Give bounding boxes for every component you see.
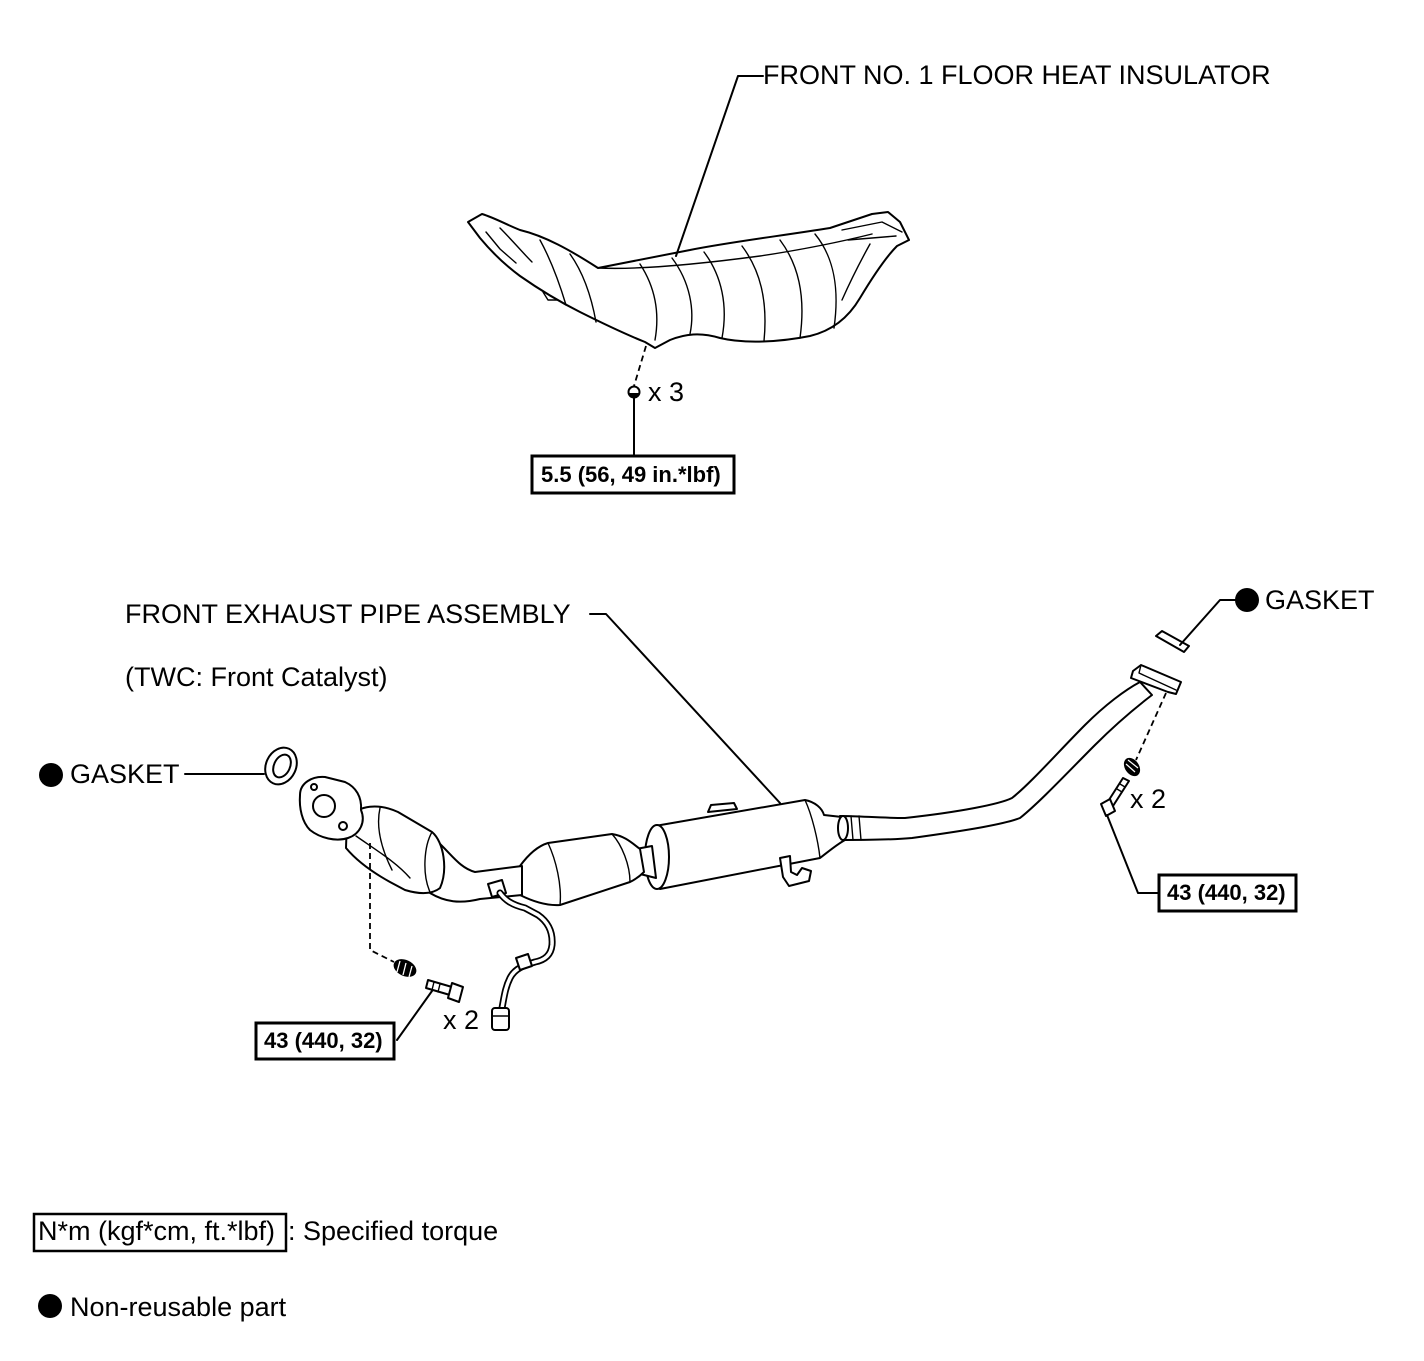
front-gasket-non-reusable-dot [39, 763, 63, 787]
front-bolt [425, 979, 464, 1003]
legend-non-reusable-dot [38, 1294, 62, 1318]
rear-bolt-dashed-line [1135, 692, 1167, 761]
rear-nut [1123, 757, 1141, 777]
rear-gasket-label: GASKET [1265, 585, 1375, 615]
heat-insulator-label: FRONT NO. 1 FLOOR HEAT INSULATOR [763, 60, 1271, 90]
insulator-torque-box: 5.5 (56, 49 in.*lbf) [530, 454, 736, 495]
rear-bolt-torque-leader [1106, 814, 1160, 894]
oxygen-sensor [491, 889, 556, 1031]
front-nut [393, 959, 417, 978]
exhaust-pipe-sublabel: (TWC: Front Catalyst) [125, 662, 388, 692]
front-bolt-dashed-line [369, 843, 395, 963]
muffler-top-bracket [707, 802, 738, 813]
heat-insulator-ribs [485, 221, 903, 342]
exhaust-pipe-label: FRONT EXHAUST PIPE ASSEMBLY [125, 599, 571, 629]
rear-bolt-torque-box: 43 (440, 32) [1157, 873, 1298, 913]
rear-bolt-quantity: x 2 [1130, 784, 1166, 814]
legend: N*m (kgf*cm, ft.*lbf) : Specified torque… [32, 1212, 498, 1322]
front-bolt-torque-value: 43 (440, 32) [264, 1028, 383, 1053]
rear-gasket-leader [1179, 599, 1237, 646]
heat-insulator [467, 211, 910, 349]
heat-insulator-outline [467, 211, 910, 349]
front-catalytic-converter [345, 805, 446, 895]
legend-torque-text: : Specified torque [288, 1216, 498, 1246]
clip-dashed-line [633, 345, 647, 387]
rear-pipe-section [839, 681, 1153, 841]
insulator-torque-value: 5.5 (56, 49 in.*lbf) [541, 462, 721, 487]
legend-torque-unit: N*m (kgf*cm, ft.*lbf) [38, 1216, 275, 1246]
clip-quantity: x 3 [648, 377, 684, 407]
rear-bolt [1100, 777, 1130, 817]
front-exhaust-pipe-assembly [298, 664, 1182, 1031]
heat-insulator-leader [675, 75, 764, 257]
rear-gasket-non-reusable-dot [1235, 588, 1259, 612]
front-bolt-quantity: x 2 [443, 1005, 479, 1035]
front-gasket [264, 746, 298, 786]
exhaust-pipe-leader [589, 613, 781, 804]
clip-icon [627, 385, 641, 399]
muffler-body [654, 799, 846, 890]
front-bolt-torque-leader [396, 990, 433, 1041]
front-flange-port [312, 794, 336, 818]
rear-catalytic-converter [519, 833, 645, 907]
muffler-hanger [779, 855, 812, 887]
sensor-connector [491, 1007, 510, 1031]
sensor-grommet [515, 953, 533, 971]
front-bolt-torque-box: 43 (440, 32) [254, 1021, 396, 1061]
legend-torque-box [32, 1212, 288, 1253]
legend-non-reusable-text: Non-reusable part [70, 1292, 287, 1322]
rear-gasket [1155, 630, 1190, 653]
front-gasket-label: GASKET [70, 759, 180, 789]
rear-bolt-torque-value: 43 (440, 32) [1167, 880, 1286, 905]
